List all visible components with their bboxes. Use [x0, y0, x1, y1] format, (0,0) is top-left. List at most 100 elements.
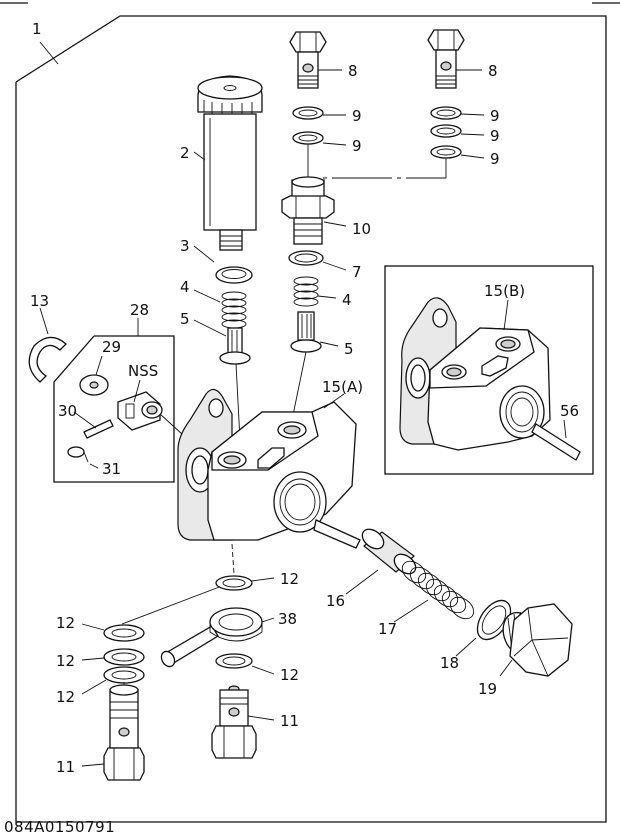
label-9a: 9	[352, 107, 362, 125]
label-29: 29	[102, 338, 121, 356]
label-7: 7	[352, 263, 362, 281]
part-16-piston	[361, 528, 417, 575]
part-4-spring-center	[293, 276, 319, 307]
inset-15b-frame	[384, 265, 594, 475]
leader-15b	[503, 299, 509, 331]
part-13-snap-ring	[28, 336, 67, 383]
label-13: 13	[30, 292, 49, 310]
label-16: 16	[326, 592, 345, 610]
label-10: 10	[352, 220, 371, 238]
label-nss: NSS	[128, 362, 158, 380]
leader-29	[95, 355, 103, 376]
part-8-eye-bolt-center	[289, 31, 327, 89]
leader-11a	[81, 763, 105, 767]
part-9-washer-right-3	[430, 145, 462, 159]
leader-5b	[319, 341, 339, 347]
leader-30	[73, 411, 97, 429]
label-30: 30	[58, 402, 77, 420]
axis-tappet	[159, 413, 183, 435]
part-9-washer-center-1	[292, 106, 324, 120]
leader-31	[89, 463, 99, 469]
part-29-roller	[79, 374, 109, 396]
leader-18	[455, 637, 477, 657]
axis-left-stack	[235, 363, 241, 441]
part-19-plug	[502, 603, 573, 677]
label-15a: 15(A)	[322, 378, 363, 396]
leader-nss	[133, 379, 141, 403]
part-9-washer-right-1	[430, 106, 462, 120]
leader-9b	[322, 142, 347, 146]
part-3-gasket	[215, 266, 253, 284]
part-12-washer-left-2	[103, 648, 145, 666]
label-8b: 8	[488, 62, 498, 80]
leader-4b	[317, 295, 337, 299]
leader-9e	[460, 154, 485, 159]
leader-7	[322, 261, 347, 271]
leader-12e	[251, 665, 275, 675]
label-8a: 8	[348, 62, 358, 80]
leader-4a	[193, 289, 221, 303]
part-5-valve-left	[219, 327, 251, 365]
leader-12d	[251, 577, 275, 582]
leader-13	[39, 307, 49, 335]
part-2-priming-pump	[197, 75, 263, 251]
part-12-washer-center-2	[215, 653, 253, 669]
part-10-fitting	[281, 176, 335, 245]
label-5a: 5	[180, 310, 190, 328]
leader-5a	[193, 319, 227, 337]
part-38-banjo-fitting	[160, 607, 263, 668]
label-15b: 15(B)	[484, 282, 525, 300]
label-9e: 9	[490, 150, 500, 168]
part-28-box	[53, 335, 175, 483]
label-2: 2	[180, 144, 190, 162]
label-12a: 12	[56, 614, 75, 632]
part-7-seal	[288, 250, 324, 266]
leader-11b	[247, 715, 275, 721]
leader-3	[193, 245, 215, 263]
assembly-frame	[15, 15, 607, 823]
part-5-valve-center	[290, 311, 322, 353]
label-3: 3	[180, 237, 190, 255]
drawing-code: 084A0150791	[4, 818, 115, 835]
part-17-spring	[401, 560, 475, 620]
leader-2	[193, 151, 206, 161]
part-12-washer-center-1	[215, 575, 253, 591]
label-4a: 4	[180, 278, 190, 296]
label-28: 28	[130, 301, 149, 319]
leader-56	[563, 419, 567, 439]
label-17: 17	[378, 620, 397, 638]
part-18-gasket	[476, 599, 512, 641]
leader-17	[393, 599, 429, 623]
leader-38	[261, 617, 275, 623]
axis-right-to-center	[320, 158, 447, 179]
part-31-key	[67, 446, 89, 463]
label-12c: 12	[56, 688, 75, 706]
leader-12a	[81, 623, 105, 631]
leader-15a	[323, 393, 345, 409]
label-9d: 9	[490, 127, 500, 145]
part-15b-pump-housing	[399, 297, 581, 461]
leader-12b	[81, 657, 105, 661]
leader-1	[39, 41, 59, 65]
label-4b: 4	[342, 291, 352, 309]
leader-12c	[81, 679, 107, 695]
leader-19	[499, 659, 513, 677]
part-15a-pump-housing	[177, 388, 361, 549]
leader-16	[345, 569, 379, 595]
label-5b: 5	[344, 340, 354, 358]
part-12-washer-left-3	[103, 666, 145, 684]
part-9-washer-right-2	[430, 124, 462, 138]
part-nss-tappet	[117, 391, 163, 431]
label-56: 56	[560, 402, 579, 420]
part-11-eye-bolt-left	[103, 684, 145, 781]
label-18: 18	[440, 654, 459, 672]
axis-housing-down	[231, 543, 235, 575]
label-12b: 12	[56, 652, 75, 670]
label-1: 1	[32, 20, 42, 38]
leader-9d	[460, 133, 485, 136]
leader-9c	[460, 113, 485, 116]
axis-center-lower	[291, 351, 307, 421]
label-19: 19	[478, 680, 497, 698]
